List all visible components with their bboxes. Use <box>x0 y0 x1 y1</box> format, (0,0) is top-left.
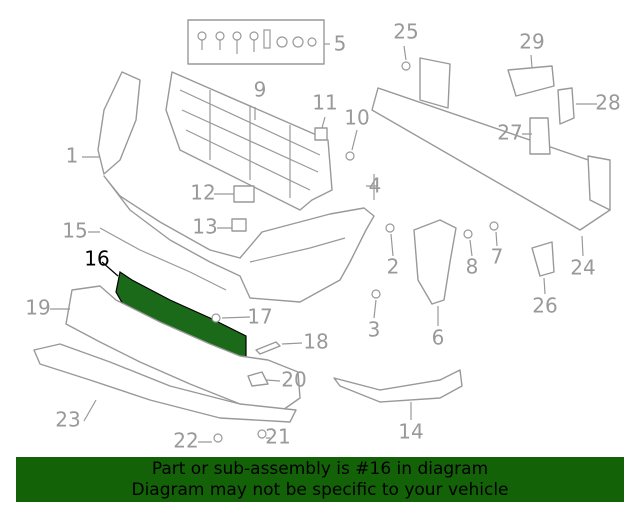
part-28-bracket[interactable] <box>557 87 575 125</box>
label-21[interactable]: 21 <box>265 425 290 449</box>
part-18-sensor[interactable] <box>255 341 281 355</box>
part-12-cap[interactable] <box>233 185 255 203</box>
label-9[interactable]: 9 <box>254 78 267 102</box>
part-27-bracket[interactable] <box>529 117 551 155</box>
label-22[interactable]: 22 <box>173 429 198 453</box>
label-2[interactable]: 2 <box>387 255 400 279</box>
info-banner: Part or sub-assembly is #16 in diagram D… <box>16 457 624 502</box>
label-6[interactable]: 6 <box>432 326 445 350</box>
label-12[interactable]: 12 <box>190 181 215 205</box>
label-11[interactable]: 11 <box>312 91 337 115</box>
label-8[interactable]: 8 <box>466 255 479 279</box>
part-1-side-bracket[interactable] <box>97 71 141 175</box>
label-29[interactable]: 29 <box>519 30 544 54</box>
leader-lines <box>50 45 597 443</box>
label-23[interactable]: 23 <box>55 408 80 432</box>
part-29-bracket[interactable] <box>507 65 555 97</box>
part-14-lower-trim[interactable] <box>333 369 463 403</box>
label-19[interactable]: 19 <box>25 296 50 320</box>
label-24[interactable]: 24 <box>570 256 595 280</box>
label-13[interactable]: 13 <box>192 215 217 239</box>
part-11-clip[interactable] <box>314 127 328 141</box>
label-10[interactable]: 10 <box>344 106 369 130</box>
label-5[interactable]: 5 <box>334 32 347 56</box>
part-9-grille-carrier[interactable] <box>165 71 333 211</box>
banner-line-2: Diagram may not be specific to your vehi… <box>131 480 509 500</box>
part-19-lower-panel[interactable] <box>65 285 301 413</box>
part-bumper-cover[interactable] <box>103 175 375 303</box>
label-28[interactable]: 28 <box>595 91 620 115</box>
label-18[interactable]: 18 <box>303 330 328 354</box>
label-16-highlighted[interactable]: 16 <box>84 247 109 271</box>
label-25[interactable]: 25 <box>393 20 418 44</box>
label-15[interactable]: 15 <box>62 219 87 243</box>
part-24-bumper-beam[interactable] <box>371 57 611 231</box>
part-20-clip[interactable] <box>247 371 269 387</box>
label-1[interactable]: 1 <box>66 144 79 168</box>
bolts <box>211 61 499 443</box>
part-6-side-bracket[interactable] <box>413 219 457 305</box>
label-20[interactable]: 20 <box>281 368 306 392</box>
part-13-clip[interactable] <box>231 218 247 232</box>
part-15-trim-strip[interactable] <box>99 227 227 291</box>
label-14[interactable]: 14 <box>398 420 423 444</box>
label-4[interactable]: 4 <box>369 174 382 198</box>
label-7[interactable]: 7 <box>491 245 504 269</box>
label-27[interactable]: 27 <box>497 121 522 145</box>
label-3[interactable]: 3 <box>368 318 381 342</box>
label-17[interactable]: 17 <box>247 305 272 329</box>
part-5-fastener-kit[interactable] <box>187 19 330 65</box>
part-23-skid-plate[interactable] <box>33 343 297 423</box>
label-26[interactable]: 26 <box>532 294 557 318</box>
banner-line-1: Part or sub-assembly is #16 in diagram <box>151 459 489 479</box>
part-26-bracket[interactable] <box>531 241 555 277</box>
